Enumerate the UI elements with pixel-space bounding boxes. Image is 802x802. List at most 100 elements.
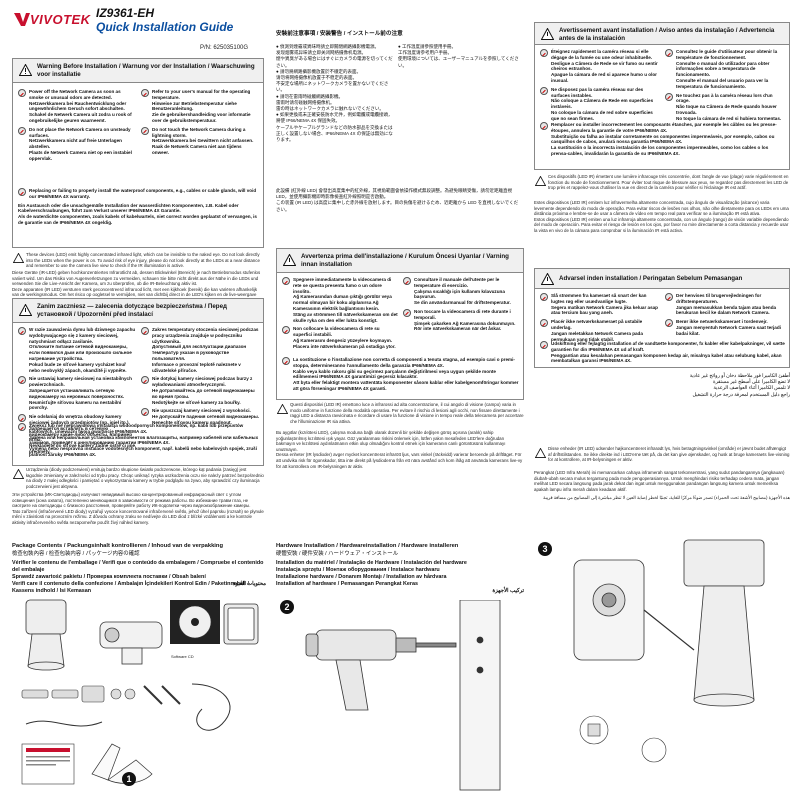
warning-item: Remplacer ou installer incorrectement le…	[540, 122, 786, 157]
camera-mount-drawing	[573, 539, 765, 763]
warning-triangle-icon	[13, 253, 24, 263]
warning-panel-pl: Zanim zaczniesz — zalecenia dotyczące be…	[12, 298, 264, 466]
package-title-arabic: محتويات العبوة	[232, 581, 266, 587]
warning-asia-left: ● 偵測到煙霧或異味時請立即關閉網路攝影機電源。 发现烟雾或异味请立即关闭网络摄…	[276, 44, 393, 143]
waterproof-icon	[18, 423, 26, 431]
warning-triangle-icon	[19, 304, 32, 316]
wall-mount-part	[223, 603, 259, 645]
mounting-illustration: 3	[534, 530, 790, 794]
warning-dk-bottom: Udskiftning eller fejlagtig installation…	[540, 341, 786, 367]
lightning-icon	[403, 308, 411, 317]
ir-note-dk: Disse enheder (IR LED) udsender højkonce…	[548, 446, 790, 463]
warning-en-extra: Ein Austausch oder die unsachgemäße Inst…	[18, 202, 257, 225]
waterproof-icon	[18, 188, 26, 196]
ir-note-it: Questi dispositivi (LED IR) emettono luc…	[290, 402, 524, 424]
hand-drawing	[91, 743, 153, 784]
warning-panel-fr-header: Avertissement avant installation / Aviso…	[535, 23, 789, 45]
package-title-asia: 檢查包裝內容 / 检查包装内容 / パッケージ内容の確認	[12, 551, 140, 557]
drop-icon	[141, 408, 149, 417]
warning-item: Zakres temperatury otoczenia sieciowej p…	[141, 327, 259, 373]
package-title: Package Contents / Packungsinhalt kontro…	[12, 543, 223, 549]
warning-fr-bottom: Remplacer ou installer incorrectement le…	[540, 122, 786, 160]
warning-item: Do not place the Network Camera on unste…	[18, 126, 136, 162]
ir-body-arabic: هذه الأجهزة (مصابيح الأشعة تحت الحمراء) …	[543, 495, 790, 500]
warning-triangle-icon	[277, 404, 288, 414]
prohibit-icon	[282, 326, 290, 335]
lightning-icon	[141, 376, 149, 385]
package-contents-drawing	[21, 599, 259, 785]
drill-wall-drawing	[305, 599, 501, 791]
hardware-title-arabic: تركيب الأجهزة	[492, 588, 524, 594]
hardware-title-multilang: Installation du matériel / Instalação de…	[276, 560, 467, 587]
warning-triangle-icon	[541, 28, 554, 40]
page-title: Quick Installation Guide	[96, 20, 234, 34]
warning-en-right-column: Refer to your user's manual for the oper…	[141, 89, 259, 159]
prohibit-icon	[18, 376, 26, 385]
warning-item: W razie zauważenia dymu lub dziwnego zap…	[18, 327, 136, 373]
warning-item: Consultare il manuale dell'utente per le…	[403, 277, 519, 306]
warning-item: Nie upuszczaj kamery sieciowej z wysokoś…	[141, 408, 259, 425]
warning-item: Ne disposez pas la caméra réseau sur des…	[540, 86, 660, 122]
warning-item: Éteignez rapidement la caméra réseau si …	[540, 49, 660, 84]
prohibit-icon	[540, 319, 548, 328]
warning-item: Slå strømmen fra kameraet så snart der k…	[540, 293, 660, 316]
warning-pl-left-column: W razie zauważenia dymu lub dziwnego zap…	[18, 327, 136, 458]
warning-triangle-icon	[19, 64, 32, 76]
warning-item: La sostituzione o l'installazione non co…	[282, 357, 520, 392]
warning-dk-left-column: Slå strømmen fra kameraet så snart der k…	[540, 293, 660, 345]
warning-item: Nie odsłaniaj do wnętrza obudowy kamery …	[18, 414, 136, 455]
warning-item: Do not touch the Network Camera during a…	[141, 126, 259, 156]
warning-panel-en: Warning Before Installation / Warnung vo…	[12, 58, 264, 248]
warning-asia-body: 此設備 (紅外線 LED) 會發出高度集中的紅外線，其視角範圍會依操作模式無段調…	[276, 188, 519, 212]
thermometer-icon	[403, 277, 411, 285]
step-number-2: 2	[280, 600, 294, 614]
warning-item: Placér ikke netværkskameraet på ustabile…	[540, 319, 660, 342]
drill-icon	[305, 629, 457, 711]
warning-asia-right: ● 工作溫度請參照使用手冊。 工作温度请参考用户手册。 使用環境については、ユー…	[398, 44, 519, 68]
prohibit-icon	[18, 327, 26, 335]
warning-item: Replacing or failing to properly install…	[18, 188, 260, 200]
warning-item: Spegnere immediatamente la videocamera d…	[282, 277, 398, 323]
warning-triangle-icon	[13, 469, 24, 479]
waterproof-icon	[282, 357, 290, 365]
warning-triangle-icon	[535, 176, 546, 186]
warning-item: Ne touchez pas à la caméra réseau lors d…	[665, 92, 785, 122]
warning-pl-bottom: Zwiększ lub nie nieprawidłowa instalacja…	[18, 423, 260, 461]
prohibit-icon	[540, 49, 548, 57]
warning-panel-fr: Avertissement avant installation / Aviso…	[534, 22, 790, 170]
warning-item: Non toccare la videocamera di rete duran…	[403, 308, 519, 332]
model-number: IZ9361-EH	[96, 6, 155, 20]
lightning-icon	[141, 126, 149, 135]
warning-panel-pl-title: Zanim zaczniesz — zalecenia dotyczące be…	[37, 303, 227, 318]
drill-illustration: 2	[276, 599, 524, 794]
hardware-title: Hardware Installation / Hardwareinstalla…	[276, 543, 459, 549]
warning-item: Power off the Network Camera as soon as …	[18, 89, 136, 124]
warning-item: Der henvises til brugervejledningen for …	[665, 293, 785, 316]
cable-part	[25, 683, 231, 731]
warning-triangle-icon	[535, 448, 546, 458]
warning-asia-title: 安裝前注意事項 / 安装警告 / インストール前の注意	[276, 31, 403, 37]
warning-panel-dk-title: Advarsel inden installation / Peringatan…	[559, 275, 743, 282]
part-number: P/N: 625035100G	[200, 45, 249, 51]
warning-fr-left-column: Éteignez rapidement la caméra réseau si …	[540, 49, 660, 125]
warning-item: Nie ustawiaj kamery sieciowej na niestab…	[18, 376, 136, 411]
screw-detail-icon	[579, 715, 667, 763]
wall-icon	[459, 599, 501, 791]
cd-label: Software CD	[171, 654, 194, 659]
warning-item: Udskiftning eller fejlagtig installation…	[540, 341, 786, 364]
guide-booklet-part	[21, 743, 75, 785]
lightning-icon	[665, 319, 673, 328]
step-number-1: 1	[122, 772, 136, 786]
brand-name: VIVOTEK	[30, 12, 91, 27]
ir-body-id: Perangkat (LED Infra Merah) ini memancar…	[534, 470, 785, 492]
thermometer-icon	[665, 49, 673, 57]
thermometer-icon	[141, 327, 149, 335]
warning-item: Refer to your user's manual for the oper…	[141, 89, 259, 124]
warning-en-left-column: Power off the Network Camera as soon as …	[18, 89, 136, 165]
ir-body-ru-cz: Эти устройства (ИК-Светодиоды) излучают …	[12, 492, 264, 525]
warning-en-bottom: Replacing or failing to properly install…	[18, 188, 260, 226]
waterproof-icon	[540, 341, 548, 349]
lightning-icon	[665, 92, 673, 101]
brand-logo: VIVOTEK	[12, 10, 90, 28]
package-title-multilang: Vérifier le contenu de l'emballage / Ver…	[12, 560, 264, 594]
